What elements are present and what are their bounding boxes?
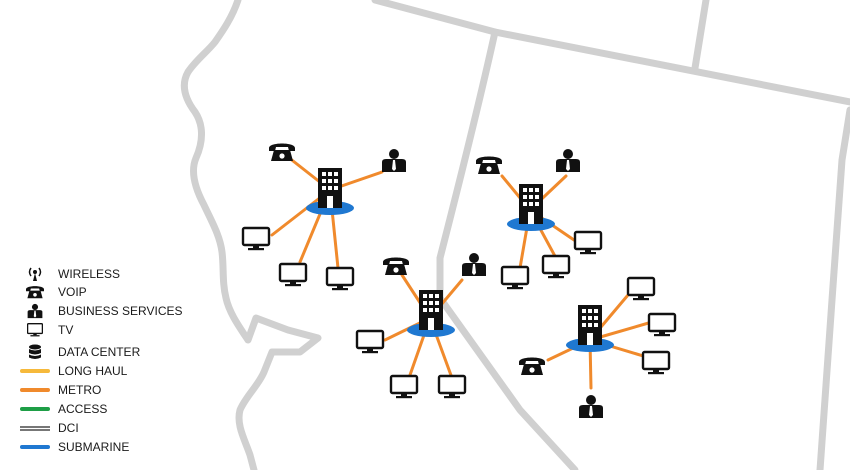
phone-icon (269, 143, 295, 161)
legend-label: DCI (58, 421, 79, 435)
hub-northwest (241, 143, 406, 292)
legend-item-business-services: BUSINESS SERVICES (20, 302, 183, 320)
tv-icon (647, 312, 677, 338)
person-icon (462, 253, 486, 276)
legend-label: SUBMARINE (58, 440, 130, 454)
legend-item-data-center: DATA CENTER (20, 343, 140, 361)
legend-label: LONG HAUL (58, 364, 128, 378)
database-icon (29, 344, 41, 359)
submarine-line-swatch (20, 445, 50, 449)
tv-icon (325, 266, 355, 292)
metro-line-swatch (20, 388, 50, 392)
person-icon (579, 395, 603, 418)
building-icon (566, 305, 614, 352)
state-border-northeast (691, 0, 710, 72)
access-line-swatch (20, 407, 50, 411)
phone-icon (476, 156, 502, 174)
tv-icon (500, 265, 530, 291)
tv-icon (27, 323, 43, 337)
dci-line-swatch (20, 425, 50, 431)
state-border-diagonal (436, 28, 579, 470)
person-icon (27, 303, 43, 319)
tv-icon (541, 254, 571, 280)
phone-icon (383, 257, 409, 275)
legend-label: TV (58, 323, 74, 337)
tv-icon (355, 329, 385, 355)
legend-label: DATA CENTER (58, 345, 141, 359)
state-border-north (371, 0, 850, 106)
tv-icon (278, 262, 308, 288)
wireless-icon (28, 267, 42, 281)
legend-label: BUSINESS SERVICES (58, 304, 183, 318)
legend-item-voip: VOIP (20, 283, 87, 301)
legend-item-submarine: SUBMARINE (20, 438, 129, 456)
legend-item-metro: METRO (20, 381, 101, 399)
long-haul-line-swatch (20, 369, 50, 373)
legend-item-wireless: WIRELESS (20, 265, 120, 283)
legend-label: VOIP (58, 285, 87, 299)
legend-item-access: ACCESS (20, 400, 107, 418)
legend-label: WIRELESS (58, 267, 121, 281)
tv-icon (389, 374, 419, 400)
hub-southeast (519, 276, 677, 418)
tv-icon (241, 226, 271, 252)
legend-item-tv: TV (20, 321, 73, 339)
tv-icon (641, 350, 671, 376)
phone-icon (519, 357, 545, 375)
coastline-border (180, 0, 322, 470)
legend-label: METRO (58, 383, 102, 397)
tv-icon (573, 230, 603, 256)
person-icon (382, 149, 406, 172)
tv-icon (626, 276, 656, 302)
hub-center (355, 253, 486, 400)
tv-icon (437, 374, 467, 400)
person-icon (556, 149, 580, 172)
phone-icon (26, 286, 44, 299)
state-borders (180, 0, 850, 470)
hub-northeast (476, 149, 603, 291)
legend-item-long-haul: LONG HAUL (20, 362, 127, 380)
legend-label: ACCESS (58, 402, 108, 416)
legend-item-dci: DCI (20, 419, 79, 437)
state-border-east (816, 106, 850, 470)
